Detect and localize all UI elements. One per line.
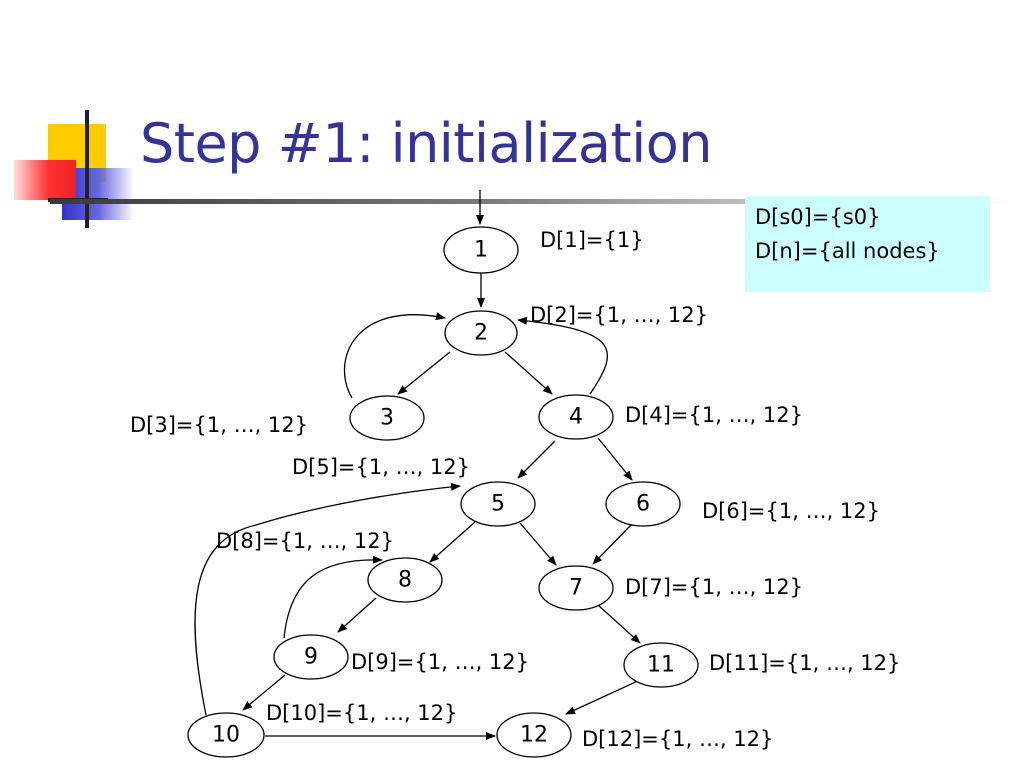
dom-label-10: D[10]={1, …, 12} — [266, 701, 457, 725]
node-1-label: 1 — [474, 238, 488, 263]
node-6-shape — [605, 481, 681, 527]
dom-label-3: D[3]={1, …, 12} — [130, 413, 308, 437]
node-11-shape — [623, 642, 699, 688]
dom-label-12: D[12]={1, …, 12} — [582, 727, 773, 751]
slide-title: Step #1: initialization — [140, 112, 712, 175]
edge-3-2 — [343, 312, 446, 399]
node-7-label: 7 — [569, 576, 583, 601]
title-underline — [50, 199, 1010, 204]
node-3-label: 3 — [380, 406, 394, 431]
node-11-label: 11 — [647, 653, 675, 678]
node-7-shape — [538, 565, 614, 611]
dom-label-1: D[1]={1} — [540, 228, 644, 252]
node-5-label: 5 — [491, 492, 505, 517]
node-9-shape — [273, 634, 349, 680]
dom-label-4: D[4]={1, …, 12} — [625, 403, 803, 427]
edge-4-2 — [517, 316, 609, 395]
edge-7-11 — [597, 604, 641, 644]
edge-10-5 — [194, 482, 461, 716]
node-4-label: 4 — [569, 405, 583, 430]
edge-4-6 — [597, 437, 633, 481]
edge-2-4 — [504, 351, 553, 395]
node-4-shape — [538, 394, 614, 440]
dom-label-9: D[9]={1, …, 12} — [351, 650, 529, 674]
node-9-label: 9 — [304, 645, 318, 670]
edge-8-9 — [337, 597, 377, 633]
node-2-label: 2 — [474, 321, 488, 346]
node-12-label: 12 — [520, 723, 548, 748]
dom-label-8: D[8]={1, …, 12} — [216, 529, 394, 553]
edge-5-7 — [519, 522, 557, 566]
node-8-shape — [367, 557, 443, 603]
red-square-decoration — [14, 160, 76, 200]
edge-5-8 — [429, 521, 476, 563]
edge-9-8 — [283, 555, 383, 639]
edge-4-5 — [517, 440, 556, 479]
node-6-label: 6 — [636, 492, 650, 517]
node-10-shape — [187, 712, 265, 758]
dom-label-5: D[5]={1, …, 12} — [292, 455, 470, 479]
node-3-shape — [349, 395, 425, 441]
node-8-label: 8 — [398, 568, 412, 593]
edge-11-12 — [565, 679, 641, 715]
dom-label-11: D[11]={1, …, 12} — [709, 651, 900, 675]
node-1-shape — [443, 226, 519, 274]
info-box: D[s0]={s0} D[n]={all nodes} — [745, 196, 990, 292]
node-12-shape — [496, 712, 572, 758]
node-2-shape — [444, 310, 518, 356]
edge-6-7 — [592, 523, 633, 565]
info-box-line-2: D[n]={all nodes} — [755, 239, 940, 263]
node-5-shape — [460, 481, 536, 527]
dom-label-6: D[6]={1, …, 12} — [702, 499, 880, 523]
node-10-label: 10 — [212, 723, 240, 748]
dom-label-2: D[2]={1, …, 12} — [530, 303, 708, 327]
edge-2-3 — [397, 351, 451, 395]
edge-9-10 — [242, 674, 286, 711]
vertical-bar-decoration — [85, 110, 89, 228]
dom-label-7: D[7]={1, …, 12} — [625, 575, 803, 599]
info-box-line-1: D[s0]={s0} — [755, 205, 881, 229]
